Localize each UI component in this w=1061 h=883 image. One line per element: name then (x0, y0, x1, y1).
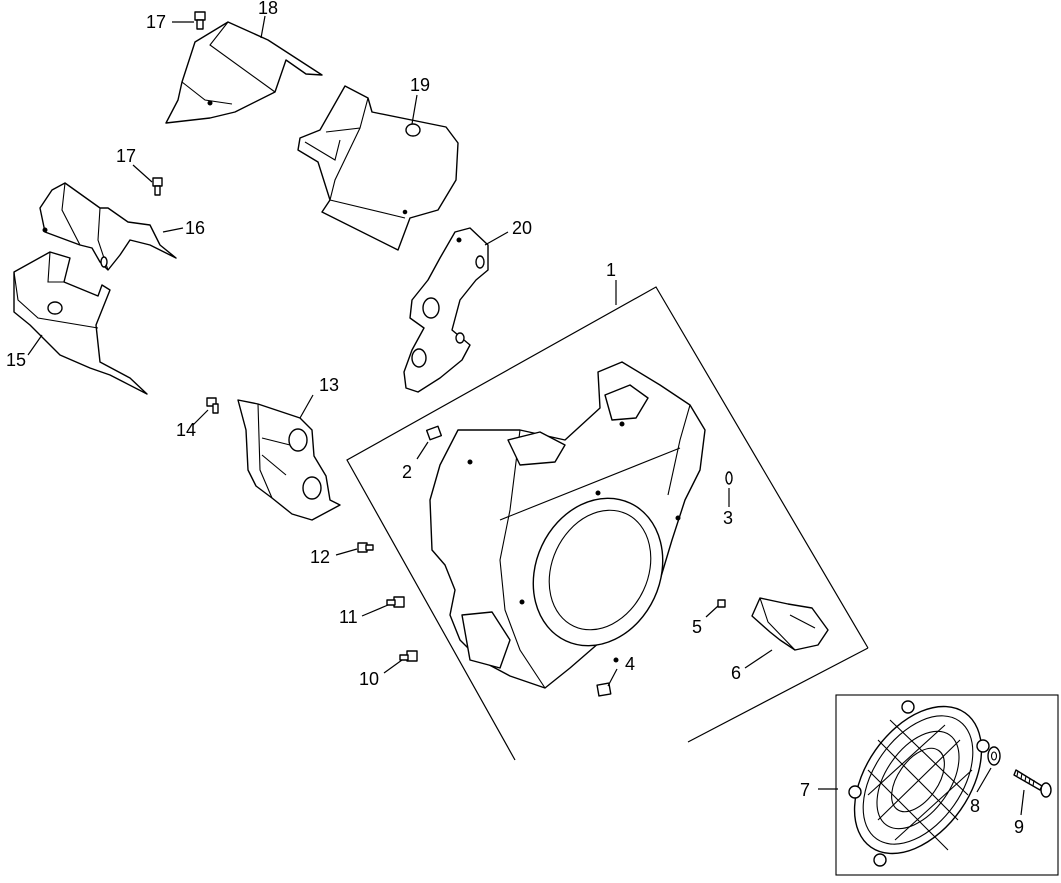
part-17b-screw (152, 177, 163, 196)
part-11-screw (386, 596, 405, 608)
callout-6: 6 (731, 663, 741, 683)
callout-15: 15 (6, 350, 26, 370)
leader-lines (27, 15, 1025, 816)
callout-2: 2 (402, 462, 412, 482)
part-16-side-baffle (39, 182, 177, 271)
detail-inset-box (835, 694, 1059, 876)
callout-10: 10 (359, 669, 379, 689)
callout-7: 7 (800, 780, 810, 800)
part-17a-screw (194, 11, 206, 30)
part-19-upper-shroud (297, 85, 459, 251)
part-9-screw (1013, 769, 1052, 798)
part-8-washer (987, 746, 1001, 766)
callout-19: 19 (410, 75, 430, 95)
callout-18: 18 (258, 0, 278, 18)
part-12-screw (357, 542, 374, 553)
callout-17b: 17 (116, 146, 136, 166)
callout-17a: 17 (146, 12, 166, 32)
part-18-top-cover (165, 21, 323, 124)
callout-13: 13 (319, 375, 339, 395)
part-4-clip-nut (596, 682, 612, 697)
assembly-boundary-1 (687, 647, 869, 743)
part-5-screw (717, 599, 726, 608)
part-2-clip-nut (425, 425, 443, 441)
callout-14: 14 (176, 420, 196, 440)
assembly-boundary-1-main (346, 286, 869, 761)
part-3-ring (725, 471, 733, 485)
callout-1: 1 (606, 260, 616, 280)
part-7-screen (848, 700, 990, 867)
part-14-screw (206, 397, 219, 414)
callout-4: 4 (625, 654, 635, 674)
callout-12: 12 (310, 547, 330, 567)
callout-11: 11 (339, 607, 358, 627)
part-15-lower-baffle (13, 251, 148, 395)
part-1-blower-housing (429, 361, 706, 689)
callout-8: 8 (970, 796, 980, 816)
part-13-lower-bracket (237, 399, 341, 521)
callout-20: 20 (512, 218, 532, 238)
callout-9: 9 (1014, 817, 1024, 837)
callout-3: 3 (723, 508, 733, 528)
part-6-deflector (751, 597, 829, 651)
part-10-screw (399, 650, 418, 662)
callout-16: 16 (185, 218, 205, 238)
part-20-bracket (403, 227, 489, 393)
callout-5: 5 (692, 617, 702, 637)
